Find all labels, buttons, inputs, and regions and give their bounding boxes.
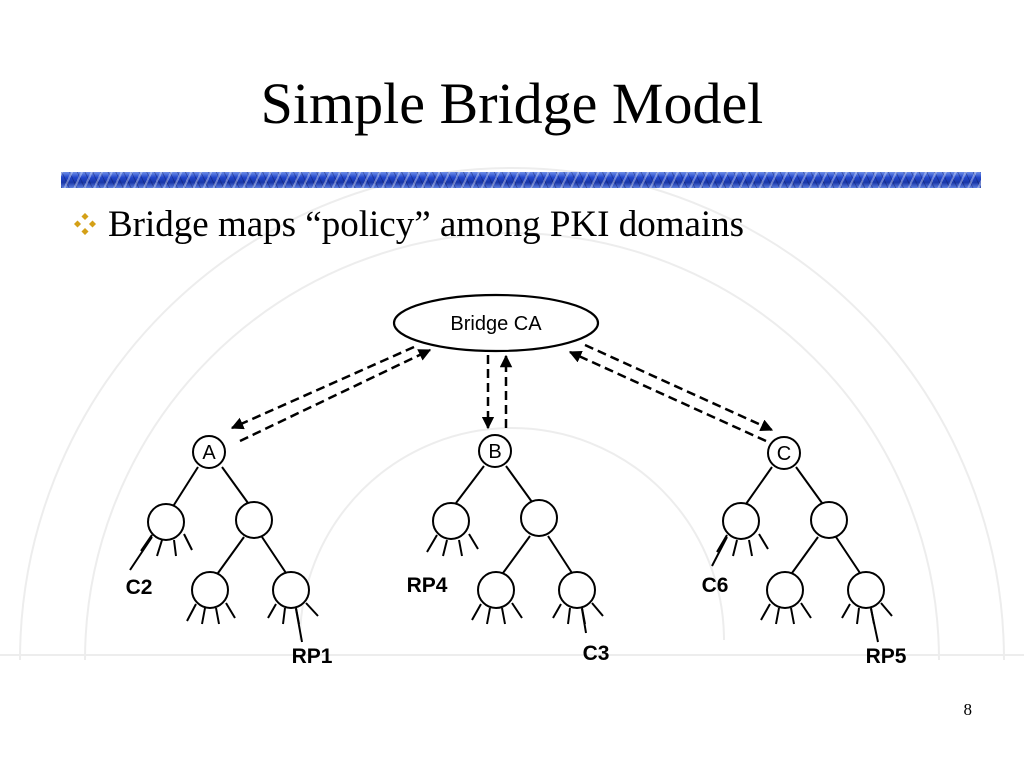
bridge-ca-node: Bridge CA (392, 293, 600, 353)
tree-b-leaf-2 (558, 571, 596, 609)
bullet-item: Bridge maps “policy” among PKI domains (74, 200, 744, 248)
domain-c-label: C (777, 443, 791, 465)
slide-title: Simple Bridge Model (260, 71, 764, 136)
tree-a-leaf-1 (191, 571, 229, 609)
tree-c-right-node (810, 501, 848, 539)
tree-b-left-node (432, 502, 470, 540)
tree-b-right-node (520, 499, 558, 537)
tree-b-leaf-1 (477, 571, 515, 609)
tree-c-leaf-2 (847, 571, 885, 609)
leaf-label-rp1: RP1 (292, 645, 333, 668)
leaf-label-rp5: RP5 (866, 645, 907, 668)
link-bridge-to-a (230, 345, 415, 430)
domain-a-node (192, 435, 226, 469)
leaf-label-rp4: RP4 (407, 574, 448, 597)
leaf-label-c6: C6 (702, 574, 729, 597)
cross-certification-links (230, 343, 774, 443)
link-a-to-bridge (239, 348, 432, 443)
bridge-ca-label: Bridge CA (450, 313, 542, 335)
leaf-label-c3: C3 (583, 642, 610, 665)
title-divider-bar (61, 172, 981, 188)
domain-c-node (767, 436, 801, 470)
tree-c-leaf-1 (766, 571, 804, 609)
tree-a-right-node (235, 501, 273, 539)
link-bridge-to-c (584, 343, 774, 432)
domain-a-label: A (202, 442, 216, 464)
diamond-bullet-icon (74, 213, 96, 235)
leaf-label-c2: C2 (126, 576, 153, 599)
tree-a-leaf-2 (272, 571, 310, 609)
bullet-text: Bridge maps “policy” among PKI domains (108, 203, 745, 245)
page-number: 8 (963, 700, 973, 719)
domain-tree-c (711, 436, 893, 643)
domain-tree-b (426, 434, 604, 634)
domain-tree-a (129, 435, 319, 643)
tree-c-left-node (722, 502, 760, 540)
link-c-to-bridge (568, 350, 767, 443)
domain-b-label: B (488, 441, 501, 463)
domain-b-node (478, 434, 512, 468)
tree-a-left-node (147, 503, 185, 541)
